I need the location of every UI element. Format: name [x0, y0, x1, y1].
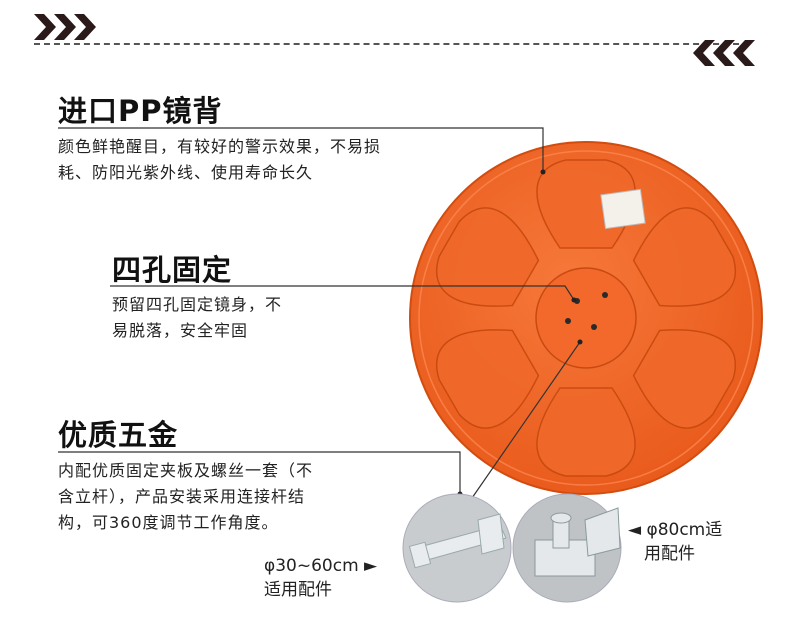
large-accessory-caption: ◄ φ80cm适 用配件	[628, 518, 722, 566]
product-sticker	[600, 188, 646, 230]
feature-desc-hardware: 内配优质固定夹板及螺丝一套（不 含立杆），产品安装采用连接杆结 构，可360度调…	[58, 458, 408, 536]
desc-line: 耗、防阳光紫外线、使用寿命长久	[58, 163, 314, 182]
center-hub	[535, 267, 637, 369]
desc-line: 内配优质固定夹板及螺丝一套（不	[58, 461, 314, 480]
feature-desc-four-holes: 预留四孔固定镜身，不 易脱落，安全牢固	[112, 292, 392, 344]
caption-line: 适用配件	[264, 580, 332, 600]
chevron-right-decoration-icon	[34, 14, 96, 40]
leader-line-hardware	[58, 451, 461, 494]
dashed-divider	[34, 43, 749, 45]
desc-line: 预留四孔固定镜身，不	[112, 295, 283, 314]
leader-line-pp-back	[58, 127, 544, 172]
feature-title-four-holes: 四孔固定	[112, 253, 233, 287]
large-bracket-photo	[512, 493, 622, 603]
caption-line: 用配件	[644, 544, 695, 564]
caption-line: ◄ φ80cm适	[628, 520, 723, 540]
small-bracket-photo	[402, 493, 512, 603]
desc-line: 易脱落，安全牢固	[112, 321, 249, 340]
feature-title-hardware: 优质五金	[58, 418, 179, 452]
leader-line-hardware-2	[471, 341, 581, 499]
mirror-ribs	[435, 159, 737, 477]
small-accessory-caption: φ30~60cm ► 适用配件	[264, 554, 377, 602]
leader-line-four-holes	[110, 285, 575, 301]
desc-line: 含立杆），产品安装采用连接杆结	[58, 487, 306, 506]
four-mounting-holes	[565, 292, 608, 330]
desc-line: 构，可360度调节工作角度。	[58, 513, 279, 532]
chevron-left-decoration-icon	[693, 40, 755, 66]
caption-line: φ30~60cm ►	[264, 556, 378, 576]
feature-desc-pp-back: 颜色鲜艳醒目，有较好的警示效果，不易损 耗、防阳光紫外线、使用寿命长久	[58, 134, 498, 186]
feature-title-pp-back: 进口PP镜背	[58, 94, 223, 128]
desc-line: 颜色鲜艳醒目，有较好的警示效果，不易损	[58, 137, 382, 156]
